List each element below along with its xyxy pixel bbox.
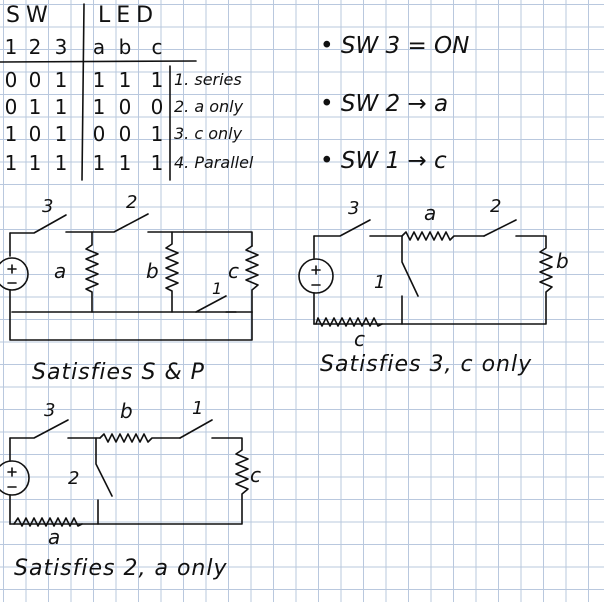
- bottom-wire: [9, 289, 253, 341]
- resistor-a-icon: [401, 231, 485, 241]
- top-wire: [147, 231, 253, 247]
- battery-icon: [0, 460, 30, 496]
- right-and-bottom-wire: [9, 437, 249, 525]
- table-cell: 1: [92, 95, 106, 119]
- table-cell: 1: [118, 151, 132, 175]
- table-cell: 0: [150, 95, 164, 119]
- table-cell: 1: [150, 122, 164, 146]
- table-cell: 0: [28, 122, 42, 146]
- battery-icon: [298, 258, 334, 294]
- table-cell: 1: [54, 151, 68, 175]
- table-cell: 0: [118, 122, 132, 146]
- switch-3: [313, 219, 371, 237]
- switch-label-2: 2: [126, 192, 137, 213]
- resistor-c-icon: [245, 245, 259, 313]
- resistor-a-icon: [13, 517, 83, 527]
- switch-label-1: 1: [192, 398, 203, 419]
- switch-label-3: 3: [42, 196, 53, 217]
- table-cell: 1: [92, 68, 106, 92]
- column-header-sw1: 1: [4, 35, 18, 59]
- column-header-led-b: b: [118, 35, 132, 59]
- switch-1: [401, 235, 419, 325]
- table-cell: 1: [92, 151, 106, 175]
- table-cell: 1: [28, 95, 42, 119]
- switch-3: [9, 419, 69, 439]
- table-cell: 0: [92, 122, 106, 146]
- right-and-bottom-wire: [313, 235, 553, 325]
- table-cell: 1: [4, 122, 18, 146]
- switch-3: [9, 214, 67, 234]
- resistor-label-b: b: [146, 259, 159, 283]
- table-cell: 1: [150, 151, 164, 175]
- table-cell: 1: [4, 151, 18, 175]
- sw-group-header: SW: [6, 3, 54, 28]
- caption-circuit-parallel: Satisfies S & P: [32, 360, 205, 385]
- resistor-label-b: b: [120, 399, 133, 423]
- table-divider-horizontal: [0, 60, 197, 63]
- resistor-label-a: a: [424, 201, 436, 225]
- row-result: 4. Parallel: [174, 153, 254, 172]
- caption-circuit-a-only: Satisfies 2, a only: [14, 556, 228, 581]
- table-cell: 0: [28, 68, 42, 92]
- table-cell: 1: [118, 68, 132, 92]
- table-cell: 1: [28, 151, 42, 175]
- switch-1: [195, 295, 237, 313]
- switch-label-2: 2: [68, 468, 79, 489]
- note-sw2-a: • SW 2 → a: [320, 91, 449, 117]
- column-header-led-a: a: [92, 35, 106, 59]
- column-header-sw2: 2: [28, 35, 42, 59]
- table-cell: 1: [54, 122, 68, 146]
- column-header-led-c: c: [151, 35, 163, 59]
- resistor-label-a: a: [48, 525, 60, 549]
- caption-circuit-c-only: Satisfies 3, c only: [320, 352, 533, 377]
- table-cell: 0: [4, 95, 18, 119]
- resistor-label-c: c: [354, 327, 365, 351]
- table-cell: 0: [4, 68, 18, 92]
- table-divider-vertical: [81, 3, 85, 181]
- row-result: 3. c only: [174, 124, 243, 143]
- column-header-sw3: 3: [54, 35, 68, 59]
- row-result: 1. series: [174, 70, 242, 89]
- table-cell: 0: [118, 95, 132, 119]
- battery-polarity-icon: [311, 265, 321, 286]
- led-group-header: LED: [98, 3, 160, 28]
- resistor-b-icon: [99, 433, 181, 443]
- table-cell: 1: [54, 68, 68, 92]
- switch-label-3: 3: [348, 198, 359, 219]
- resistor-c-icon: [315, 317, 383, 327]
- resistor-b-icon: [165, 231, 179, 313]
- resistor-label-a: a: [54, 259, 66, 283]
- table-cell: 1: [54, 95, 68, 119]
- battery-polarity-icon: [7, 264, 17, 284]
- switch-label-1: 1: [212, 279, 222, 298]
- note-sw1-c: • SW 1 → c: [320, 148, 447, 174]
- resistor-label-c: c: [250, 463, 261, 487]
- battery-icon: [0, 257, 29, 291]
- switch-2: [65, 213, 149, 233]
- resistor-label-b: b: [556, 249, 569, 273]
- resistor-label-c: c: [228, 259, 239, 283]
- switch-label-1: 1: [374, 272, 385, 293]
- row-result: 2. a only: [174, 97, 244, 116]
- switch-1: [179, 419, 213, 439]
- note-sw3-on: • SW 3 = ON: [320, 33, 470, 59]
- resistor-a-icon: [85, 231, 99, 313]
- switch-2: [483, 219, 517, 237]
- battery-polarity-icon: [7, 467, 17, 488]
- switch-label-2: 2: [490, 196, 501, 217]
- switch-label-3: 3: [44, 400, 55, 421]
- switch-2: [95, 437, 113, 525]
- table-cell: 1: [150, 68, 164, 92]
